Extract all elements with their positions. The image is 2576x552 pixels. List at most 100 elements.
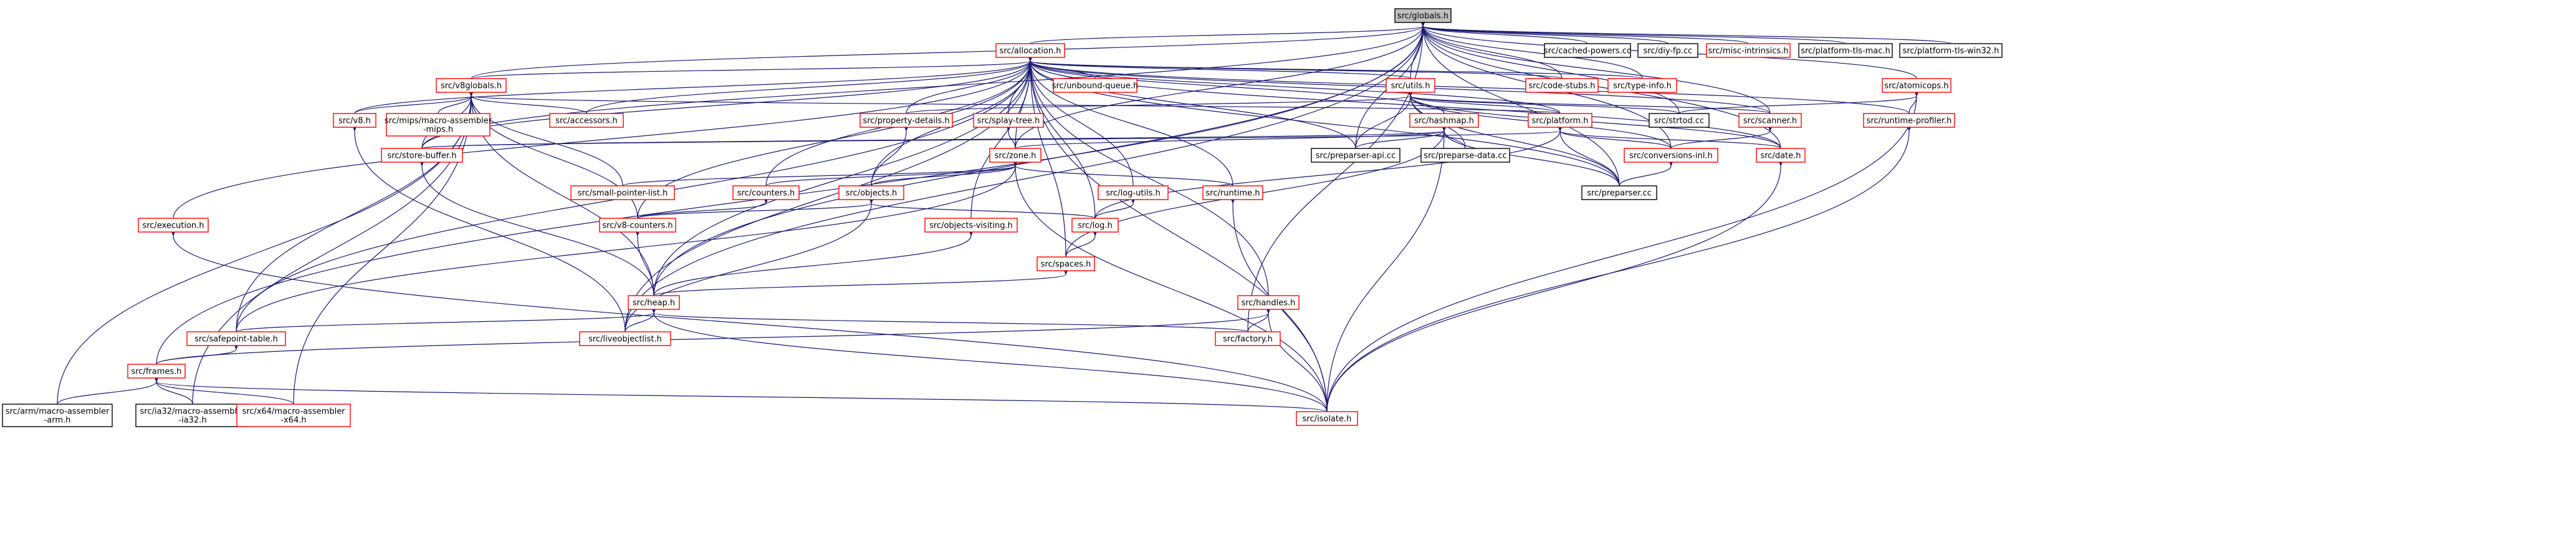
node-label: src/frames.h: [131, 367, 181, 377]
node-strtod[interactable]: src/strtod.cc: [1649, 113, 1710, 128]
node-label: src/heap.h: [633, 299, 675, 308]
edge-globals-preparser: [1420, 20, 1620, 186]
edge-globals-diy_fp: [1420, 20, 1669, 44]
node-unbound_queue[interactable]: src/unbound-queue.h: [1052, 78, 1139, 93]
node-label: src/runtime-profiler.h: [1867, 117, 1952, 126]
node-label: src/date.h: [1760, 152, 1801, 161]
node-store_buffer[interactable]: src/store-buffer.h: [381, 148, 463, 163]
node-heap[interactable]: src/heap.h: [628, 295, 680, 310]
node-runtime[interactable]: src/runtime.h: [1202, 185, 1263, 200]
edge-platform-store_buffer: [421, 125, 1564, 149]
node-label: src/zone.h: [995, 152, 1037, 161]
node-platform[interactable]: src/platform.h: [1528, 113, 1592, 128]
node-log_utils[interactable]: src/log-utils.h: [1098, 185, 1169, 200]
node-preparser[interactable]: src/preparser.cc: [1581, 185, 1657, 200]
node-label: src/preparser.cc: [1587, 189, 1652, 198]
edge-globals-factory: [1247, 20, 1426, 332]
node-handles[interactable]: src/handles.h: [1237, 295, 1300, 310]
node-atomicops[interactable]: src/atomicops.h: [1882, 78, 1951, 93]
node-safepoint_table[interactable]: src/safepoint-table.h: [186, 331, 286, 346]
edge-globals-store_buffer: [421, 20, 1426, 149]
node-globals[interactable]: src/globals.h: [1394, 8, 1452, 23]
node-ia32_masm[interactable]: src/ia32/macro-assembler-ia32.h: [135, 404, 250, 427]
edge-allocation-property_details: [906, 55, 1033, 114]
node-counters[interactable]: src/counters.h: [732, 185, 800, 200]
node-runtime_profiler[interactable]: src/runtime-profiler.h: [1863, 113, 1955, 128]
node-box: [1098, 185, 1169, 200]
node-box: [138, 218, 209, 233]
node-execution[interactable]: src/execution.h: [138, 218, 209, 233]
node-v8globals[interactable]: src/v8globals.h: [436, 78, 507, 93]
edge-allocation-utils: [1027, 55, 1411, 79]
node-conversions_inl[interactable]: src/conversions-inl.h: [1624, 148, 1718, 163]
node-preparser_api[interactable]: src/preparser-api.cc: [1311, 148, 1401, 163]
dependency-edges: [57, 20, 1951, 412]
node-hashmap[interactable]: src/hashmap.h: [1409, 113, 1479, 128]
node-small_pointer_list[interactable]: src/small-pointer-list.h: [570, 185, 675, 200]
node-platform_tls_mac[interactable]: src/platform-tls-mac.h: [1798, 43, 1893, 58]
edge-platform-preparser: [1557, 125, 1620, 186]
node-log[interactable]: src/log.h: [1071, 218, 1119, 233]
node-splay_tree[interactable]: src/splay-tree.h: [973, 113, 1044, 128]
node-box: [1882, 78, 1951, 93]
node-box: [1798, 43, 1893, 58]
edge-globals-v8globals: [471, 20, 1426, 79]
node-arm_masm[interactable]: src/arm/macro-assembler-arm.h: [2, 404, 113, 427]
edge-utils-date: [1407, 90, 1781, 149]
node-objects[interactable]: src/objects.h: [838, 185, 904, 200]
node-zone[interactable]: src/zone.h: [989, 148, 1041, 163]
node-allocation[interactable]: src/allocation.h: [995, 43, 1065, 58]
edge-zone-safepoint_table: [236, 160, 1018, 332]
edge-atomicops-isolate: [1326, 90, 1920, 412]
node-frames[interactable]: src/frames.h: [127, 364, 186, 379]
edge-allocation-hashmap: [1027, 55, 1445, 114]
edge-v8globals-arm_masm: [57, 90, 474, 405]
edge-allocation-log: [1027, 55, 1096, 219]
node-label: src/spaces.h: [1041, 260, 1091, 269]
node-box: [973, 113, 1044, 128]
node-date[interactable]: src/date.h: [1756, 148, 1806, 163]
node-scanner[interactable]: src/scanner.h: [1738, 113, 1802, 128]
node-misc_intrinsics[interactable]: src/misc-intrinsics.h: [1706, 43, 1791, 58]
node-label: src/arm/macro-assembler: [6, 407, 110, 417]
node-box: [186, 331, 286, 346]
node-mips_masm[interactable]: src/mips/macro-assembler-mips.h: [385, 113, 492, 137]
node-box: [1756, 148, 1806, 163]
node-preparse_data[interactable]: src/preparse-data.cc: [1420, 148, 1510, 163]
node-cached_powers[interactable]: src/cached-powers.cc: [1544, 43, 1631, 58]
edge-zone-counters: [765, 160, 1018, 186]
node-box: [1528, 113, 1592, 128]
edge-log_utils-log: [1094, 197, 1136, 219]
node-box: [1624, 148, 1718, 163]
edge-v8globals-mips_masm: [438, 90, 474, 114]
node-isolate[interactable]: src/isolate.h: [1296, 411, 1358, 426]
node-utils[interactable]: src/utils.h: [1386, 78, 1435, 93]
node-box: [236, 404, 351, 427]
node-box: [1037, 256, 1095, 271]
edge-allocation-spaces: [1027, 55, 1066, 258]
node-code_stubs[interactable]: src/code-stubs.h: [1525, 78, 1599, 93]
edge-heap-isolate: [651, 307, 1328, 412]
node-property_details[interactable]: src/property-details.h: [859, 113, 953, 128]
node-label: src/ia32/macro-assembler: [140, 407, 246, 417]
node-spaces[interactable]: src/spaces.h: [1037, 256, 1095, 271]
node-box: [1738, 113, 1802, 128]
node-x64_masm[interactable]: src/x64/macro-assembler-x64.h: [236, 404, 351, 427]
edge-globals-cached_powers: [1420, 20, 1588, 44]
node-v8_counters[interactable]: src/v8-counters.h: [599, 218, 676, 233]
node-v8h[interactable]: src/v8.h: [333, 113, 376, 128]
node-factory[interactable]: src/factory.h: [1215, 331, 1281, 346]
edge-v8globals-x64_masm: [293, 90, 474, 405]
node-platform_tls_win32[interactable]: src/platform-tls-win32.h: [1899, 43, 2003, 58]
node-accessors[interactable]: src/accessors.h: [549, 113, 624, 128]
node-label: src/allocation.h: [1000, 47, 1061, 56]
node-label: src/splay-tree.h: [977, 117, 1040, 126]
node-diy_fp[interactable]: src/diy-fp.cc: [1637, 43, 1698, 58]
node-type_info[interactable]: src/type-info.h: [1607, 78, 1677, 93]
node-objects_visiting[interactable]: src/objects-visiting.h: [924, 218, 1018, 233]
node-liveobjectlist[interactable]: src/liveobjectlist.h: [579, 331, 671, 346]
edge-v8globals-platform: [467, 90, 1561, 114]
edge-scanner-conversions_inl: [1670, 125, 1773, 149]
node-label: src/v8-counters.h: [602, 221, 673, 231]
edge-v8globals-v8h: [354, 90, 474, 114]
